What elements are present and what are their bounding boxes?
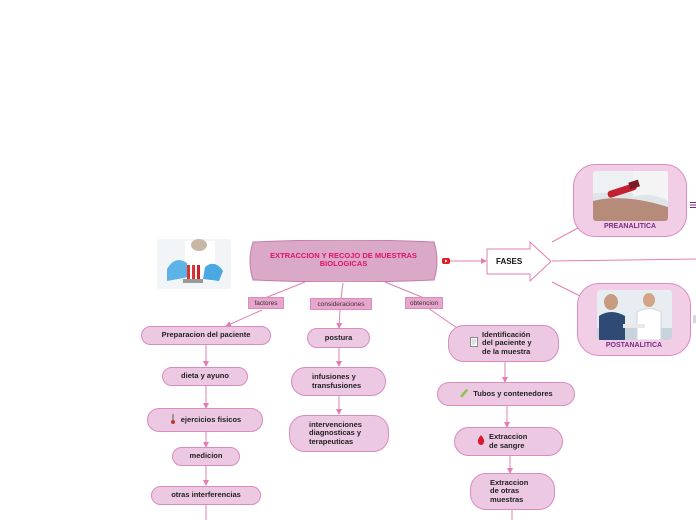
branch-tag-consideraciones[interactable]: consideraciones — [310, 298, 372, 310]
node-identificacion[interactable]: Identificación del paciente y de la mues… — [448, 325, 559, 362]
node-ejercicios-fisicos-label: ejercicios fisicos — [180, 414, 242, 424]
branch-tag-factores[interactable]: factores — [248, 297, 284, 309]
phase-preanalitica[interactable]: PREANALITICA — [573, 164, 687, 237]
node-identificacion-label: Identificación del paciente y de la mues… — [482, 329, 532, 356]
blood-sample-photo — [593, 171, 668, 221]
node-dieta-ayuno[interactable]: dieta y ayuno — [162, 367, 248, 386]
list-icon[interactable] — [690, 196, 696, 208]
node-medicion[interactable]: medicion — [172, 447, 240, 466]
node-extraccion-otras[interactable]: Extraccion de otras muestras — [470, 473, 555, 510]
thermometer-icon — [169, 413, 177, 427]
node-ejercicios-fisicos[interactable]: ejercicios fisicos — [147, 408, 263, 432]
node-infusiones-transfusiones[interactable]: infusiones y transfusiones — [291, 367, 386, 396]
fases-node[interactable]: FASES — [486, 241, 552, 282]
phase-preanalitica-label: PREANALITICA — [603, 223, 657, 230]
central-topic-title: EXTRACCION Y RECOJO DE MUESTRAS BIOLOGIC… — [270, 251, 417, 269]
fases-label: FASES — [496, 257, 523, 266]
central-topic[interactable]: EXTRACCION Y RECOJO DE MUESTRAS BIOLOGIC… — [247, 240, 440, 282]
blood-drop-icon — [477, 435, 485, 448]
node-preparacion-paciente[interactable]: Preparacion del paciente — [141, 326, 271, 345]
edge-marker — [693, 315, 696, 323]
node-tubos-contenedores[interactable]: Tubos y contenedores — [437, 382, 575, 406]
node-tubos-contenedores-label: Tubos y contenedores — [473, 388, 553, 398]
test-tube-icon — [459, 388, 469, 401]
node-otras-interferencias[interactable]: otras interferencias — [151, 486, 261, 505]
youtube-icon[interactable] — [442, 258, 450, 264]
node-intervenciones[interactable]: intervenciones diagnosticas y terapeutic… — [289, 415, 389, 452]
node-extraccion-sangre[interactable]: Extraccion de sangre — [454, 427, 563, 456]
node-postura[interactable]: postura — [307, 328, 370, 348]
node-extraccion-sangre-label: Extraccion de sangre — [489, 431, 528, 450]
branch-tag-obtencion[interactable]: obtencion — [405, 297, 443, 309]
doctor-patient-photo — [597, 290, 672, 340]
lab-photo — [157, 239, 231, 289]
document-icon — [470, 337, 478, 350]
phase-postanalitica-label: POSTANALITICA — [605, 342, 663, 349]
phase-postanalitica[interactable]: POSTANALITICA — [577, 283, 691, 356]
